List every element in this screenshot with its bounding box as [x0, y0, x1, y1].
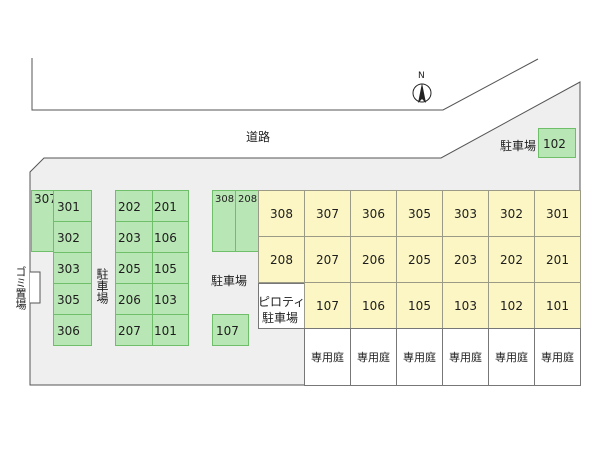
parking-spot-b4: 305	[53, 283, 92, 315]
piloti-label: ピロティ	[258, 295, 306, 309]
parking-spot-b5: 306	[53, 314, 92, 346]
private-garden-5: 専用庭	[488, 328, 535, 386]
unit-row1-1: 308	[258, 190, 305, 237]
unit-row1-7: 301	[534, 190, 581, 237]
private-garden-1: 専用庭	[304, 328, 351, 386]
parking-spot-c1: 202	[115, 190, 153, 222]
parking-spot-b1: 301	[53, 190, 92, 222]
unit-row3-5: 102	[488, 282, 535, 329]
parking-spot-307-left: 307	[31, 190, 57, 252]
unit-row1-4: 305	[396, 190, 443, 237]
road-edge-top	[31, 58, 539, 111]
north-arrow-icon	[412, 83, 432, 103]
parking-spot-c5: 207	[115, 314, 153, 346]
parking-spot-b3: 303	[53, 252, 92, 284]
parking-spot-c3: 205	[115, 252, 153, 284]
unit-row2-4: 205	[396, 236, 443, 283]
parking-spot-c2: 203	[115, 221, 153, 253]
piloti-parking-label: 駐車場	[262, 311, 299, 325]
parking-spot-208-center: 208	[235, 190, 259, 252]
parking-label-left: 駐車場	[95, 268, 109, 304]
unit-row3-1: 107	[304, 282, 351, 329]
unit-row3-3: 105	[396, 282, 443, 329]
unit-row3-2: 106	[350, 282, 397, 329]
unit-row3-6: 101	[534, 282, 581, 329]
unit-row2-7: 201	[534, 236, 581, 283]
north-label: N	[418, 71, 425, 81]
private-garden-2: 専用庭	[350, 328, 397, 386]
unit-row1-6: 302	[488, 190, 535, 237]
garbage-bracket	[30, 271, 41, 304]
unit-row1-5: 303	[442, 190, 489, 237]
parking-label-center: 駐車場	[211, 274, 248, 288]
unit-row3-4: 103	[442, 282, 489, 329]
parking-spot-b2: 302	[53, 221, 92, 253]
private-garden-6: 専用庭	[534, 328, 581, 386]
unit-row1-3: 306	[350, 190, 397, 237]
unit-row2-2: 207	[304, 236, 351, 283]
parking-spot-d5: 101	[152, 314, 189, 346]
parking-spot-107-center: 107	[212, 314, 249, 346]
parking-label-top-right: 駐車場	[500, 139, 537, 153]
private-garden-3: 専用庭	[396, 328, 443, 386]
unit-row2-3: 206	[350, 236, 397, 283]
unit-row2-5: 203	[442, 236, 489, 283]
parking-spot-d3: 105	[152, 252, 189, 284]
parking-spot-d4: 103	[152, 283, 189, 315]
unit-row2-6: 202	[488, 236, 535, 283]
garbage-label: ゴミ置場	[14, 266, 27, 310]
road-label: 道路	[246, 130, 271, 144]
unit-row2-1: 208	[258, 236, 305, 283]
parking-spot-d1: 201	[152, 190, 189, 222]
parking-spot-102-top: 102	[538, 128, 576, 158]
parking-spot-c4: 206	[115, 283, 153, 315]
unit-row1-2: 307	[304, 190, 351, 237]
private-garden-4: 専用庭	[442, 328, 489, 386]
parking-spot-d2: 106	[152, 221, 189, 253]
parking-spot-308-center: 308	[212, 190, 236, 252]
